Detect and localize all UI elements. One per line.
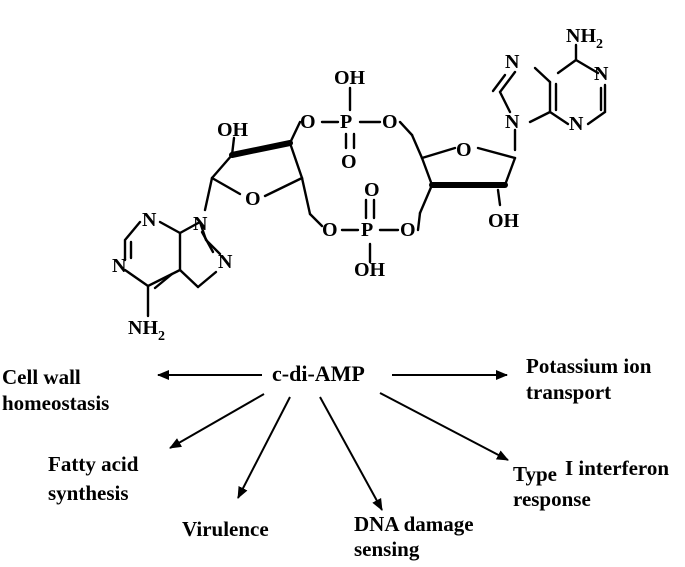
c-di-amp-structure: NH2 N N N N O OH O P OH O	[112, 25, 609, 344]
bottom-phosphate	[308, 198, 422, 264]
right-ribose	[410, 133, 517, 215]
function-diagram: c-di-AMP Cell wall homeostasis Potassium…	[2, 354, 674, 561]
atom-n: N	[569, 113, 584, 135]
c-di-amp-label: c-di-AMP	[272, 361, 365, 386]
atom-o: O	[456, 139, 472, 161]
type-i-label: Type I interferon response	[513, 456, 674, 511]
atom-p: P	[340, 111, 352, 133]
amine-top-label: NH2	[566, 25, 603, 52]
atom-o: O	[400, 219, 416, 241]
hydroxyl-label: OH	[334, 67, 366, 89]
top-phosphate	[288, 86, 414, 150]
amine-bottom-label: NH2	[128, 317, 165, 344]
potassium-label: Potassium ion transport	[526, 354, 657, 404]
cell-wall-label: Cell wall homeostasis	[2, 365, 109, 415]
atom-o: O	[382, 111, 398, 133]
atom-o: O	[341, 151, 357, 173]
atom-o: O	[364, 179, 380, 201]
arrow-to-dna	[319, 396, 383, 511]
hydroxyl-label: OH	[354, 259, 386, 281]
arrow-to-fatty-acid	[169, 393, 265, 449]
arrow-to-virulence	[237, 396, 291, 499]
atom-o: O	[322, 219, 338, 241]
arrow-to-type-i	[379, 392, 509, 461]
atom-o: O	[245, 188, 261, 210]
virulence-label: Virulence	[182, 517, 269, 541]
hydroxyl-label: OH	[217, 119, 249, 141]
left-adenine	[123, 220, 222, 318]
fatty-acid-label: Fatty acid synthesis	[48, 452, 144, 505]
atom-n: N	[218, 251, 233, 273]
atom-n: N	[193, 213, 208, 235]
dna-damage-label: DNA damage sensing	[354, 512, 479, 561]
hydroxyl-label: OH	[488, 210, 520, 232]
right-adenine	[491, 43, 607, 152]
atom-n: N	[505, 51, 520, 73]
atom-n: N	[505, 111, 520, 133]
atom-n: N	[142, 209, 157, 231]
atom-n: N	[112, 255, 127, 277]
atom-o: O	[300, 111, 316, 133]
atom-p: P	[361, 219, 373, 241]
left-ribose	[203, 136, 312, 216]
atom-n: N	[594, 63, 609, 85]
